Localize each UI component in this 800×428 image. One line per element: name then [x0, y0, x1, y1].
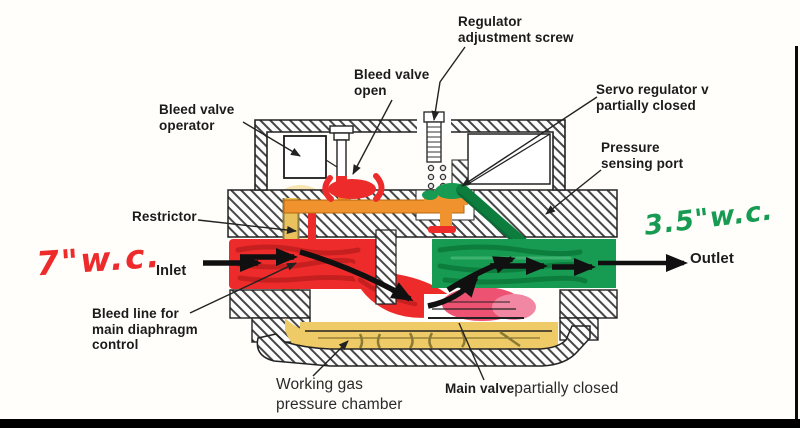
bleed-valve-operator-box — [283, 135, 338, 179]
label-main-valve-print: Main valve — [445, 381, 515, 396]
bleed-valve — [329, 125, 354, 191]
flow-arrows — [203, 248, 688, 309]
label-bleed-line: Bleed line for main diaphragm control — [92, 306, 198, 353]
label-pressure-sensing-port: Pressure sensing port — [601, 140, 684, 171]
label-servo-regulator: Servo regulator v partially closed — [596, 82, 709, 113]
label-main-valve: Main valvepartially closed — [445, 380, 618, 398]
leader-lines — [189, 46, 602, 381]
bleed-line-channel — [283, 186, 468, 233]
label-main-valve-added: partially closed — [514, 380, 619, 397]
bleed-valve-open-marks — [322, 173, 385, 202]
label-regulator-adjustment-screw: Regulator adjustment screw — [458, 14, 574, 45]
label-restrictor: Restrictor — [132, 209, 197, 224]
working-gas-chamber — [285, 318, 558, 352]
label-inlet: Inlet — [156, 263, 187, 279]
servo-valve-seat-mark — [428, 226, 456, 233]
bottom-casing — [256, 325, 591, 367]
diaphragm-spring — [358, 330, 521, 349]
label-bleed-valve-open: Bleed valve open — [354, 67, 430, 98]
label-outlet: Outlet — [690, 250, 734, 267]
slide-bottom-bar — [0, 419, 800, 428]
main-valve — [424, 287, 536, 322]
center-pillar — [375, 229, 397, 305]
label-working-gas-chamber: Working gas pressure chamber — [276, 376, 403, 414]
label-bleed-valve-operator: Bleed valve operator — [159, 102, 235, 133]
